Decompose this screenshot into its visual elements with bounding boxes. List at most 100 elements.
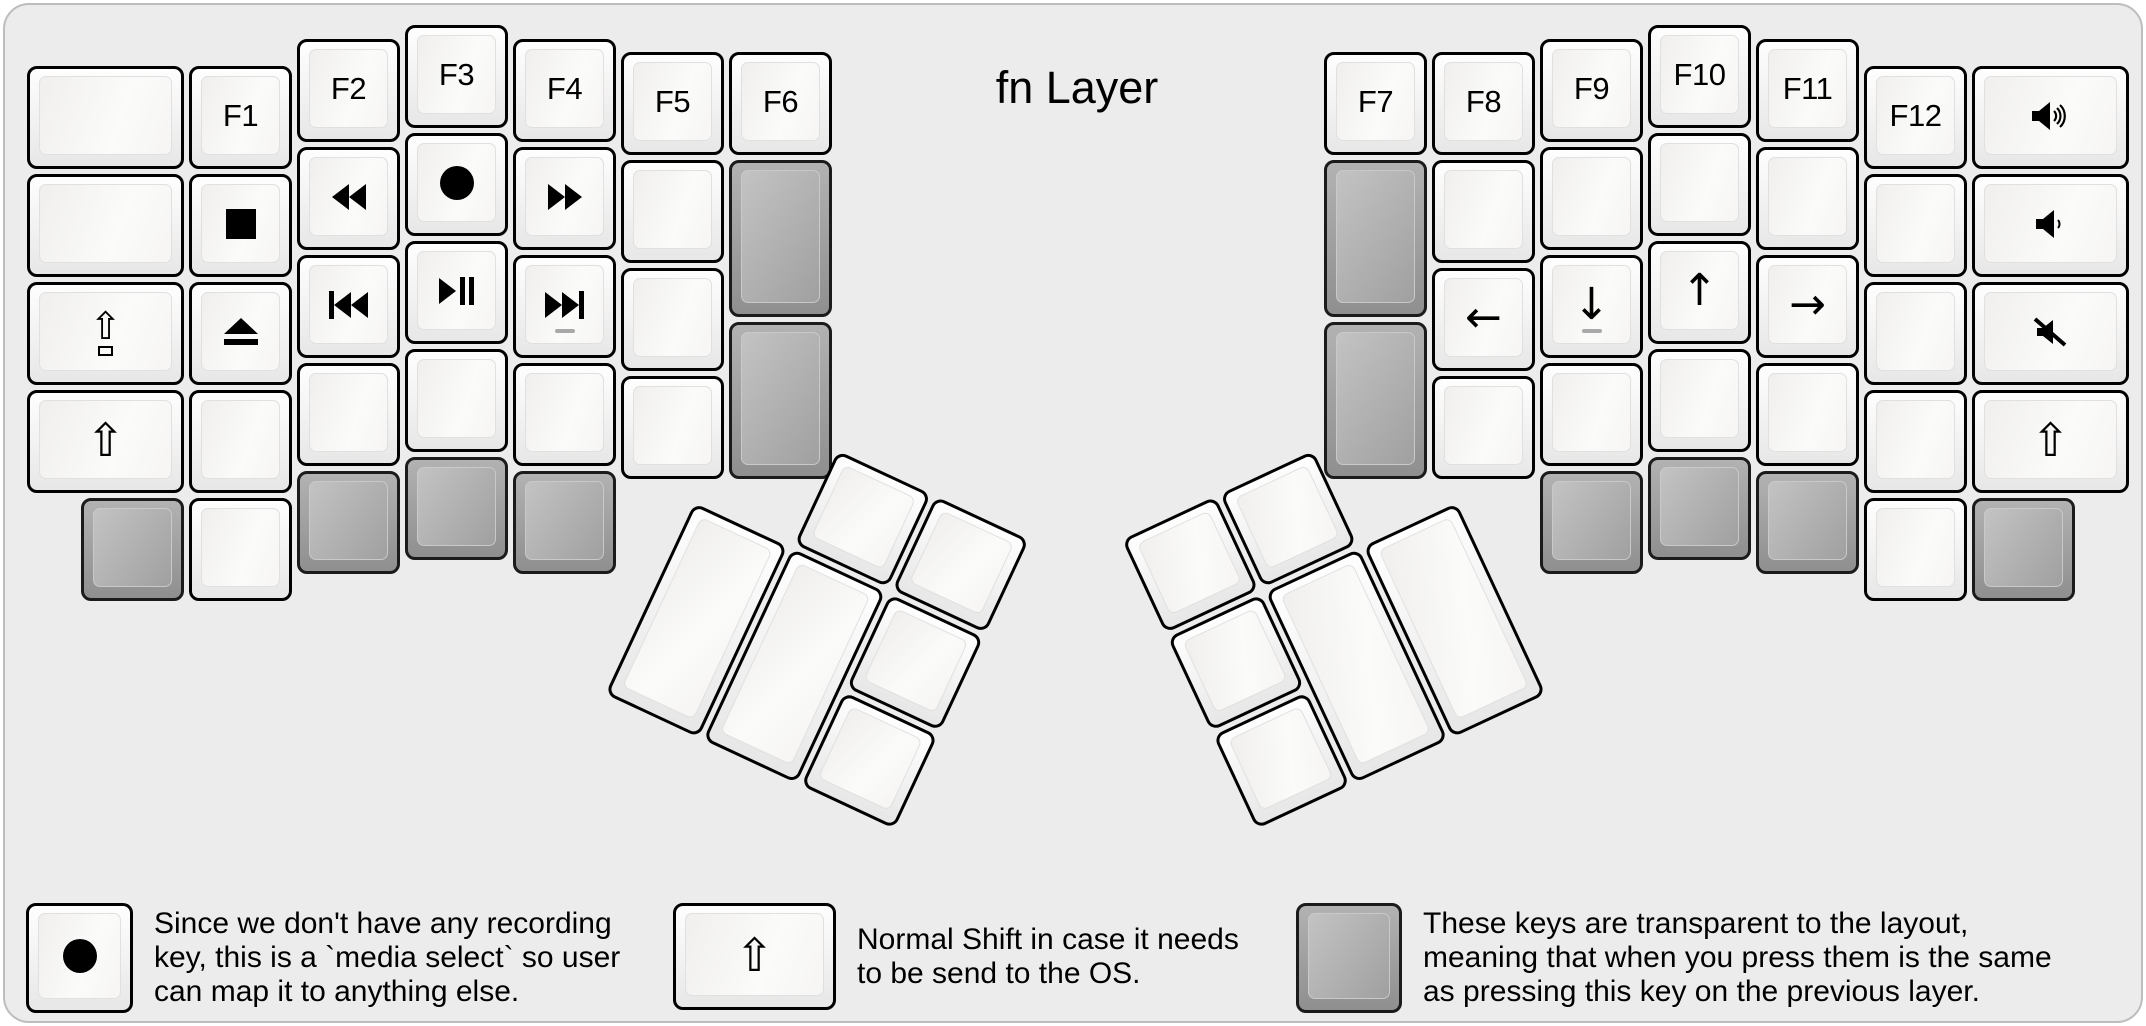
key-shift-right[interactable]: ⇧ [1972, 390, 2129, 493]
key-transparent[interactable] [1756, 471, 1859, 574]
key-label: F3 [438, 56, 475, 92]
key-blank[interactable] [1648, 133, 1751, 236]
key-prev-track[interactable] [297, 255, 400, 358]
key-next-track[interactable] [513, 255, 616, 358]
key-label: F1 [222, 97, 259, 133]
key-transparent[interactable] [1324, 160, 1427, 317]
key-blank[interactable] [621, 160, 724, 263]
legend-key-mount [1296, 903, 1402, 1013]
key-stop[interactable] [189, 174, 292, 277]
key-f4[interactable]: F4 [513, 39, 616, 142]
key-blank[interactable] [297, 363, 400, 466]
prev-track-icon [329, 290, 368, 319]
keycap-surface [1768, 157, 1847, 236]
keycap-surface: F2 [309, 49, 388, 128]
key-transparent[interactable] [729, 322, 832, 479]
key-arrow-up[interactable]: ↑ [1648, 241, 1751, 344]
key-blank[interactable] [405, 349, 508, 452]
key-transparent[interactable] [81, 498, 184, 601]
key-blank[interactable] [1648, 349, 1751, 452]
key-blank[interactable] [621, 268, 724, 371]
key-blank[interactable] [1540, 147, 1643, 250]
key-transparent[interactable] [513, 471, 616, 574]
key-blank[interactable] [1864, 390, 1967, 493]
key-arrow-right[interactable]: → [1756, 255, 1859, 358]
key-blank[interactable] [189, 498, 292, 601]
keycap-surface: ⇧ [685, 913, 824, 996]
shift-icon: ⇧ [735, 927, 774, 982]
key-f1[interactable]: F1 [189, 66, 292, 169]
keycap-surface [201, 184, 280, 263]
keycap-surface [633, 278, 712, 357]
key-transparent[interactable] [1540, 471, 1643, 574]
key-f9[interactable]: F9 [1540, 39, 1643, 142]
key-f7[interactable]: F7 [1324, 52, 1427, 155]
keycap-surface: F3 [417, 35, 496, 114]
key-f5[interactable]: F5 [621, 52, 724, 155]
key-blank[interactable] [1540, 363, 1643, 466]
key-f2[interactable]: F2 [297, 39, 400, 142]
key-arrow-down[interactable]: ↓ [1540, 255, 1643, 358]
key-volume-up[interactable] [1972, 66, 2129, 169]
keycap-surface [1228, 706, 1334, 812]
key-eject[interactable] [189, 282, 292, 385]
down-arrow-icon: ↓ [1573, 278, 1610, 330]
keycap-surface [909, 510, 1015, 616]
key-f6[interactable]: F6 [729, 52, 832, 155]
key-blank[interactable] [1864, 282, 1967, 385]
key-play-pause[interactable] [405, 241, 508, 344]
keycap-surface [525, 373, 604, 452]
key-fast-forward[interactable] [513, 147, 616, 250]
key-blank[interactable] [27, 174, 184, 277]
mute-icon [2031, 315, 2071, 349]
keycap-surface [1984, 292, 2117, 371]
keycap-surface [1876, 400, 1955, 479]
key-transparent[interactable] [1648, 457, 1751, 560]
keycap-surface: F5 [633, 62, 712, 141]
key-blank[interactable] [621, 376, 724, 479]
eject-icon [223, 318, 258, 345]
keycap-surface [863, 608, 969, 714]
key-transparent[interactable] [1324, 322, 1427, 479]
key-blank[interactable] [1864, 498, 1967, 601]
key-caps-lock[interactable]: ⇧ [27, 282, 184, 385]
key-shift-left[interactable]: ⇧ [27, 390, 184, 493]
keycap-surface [38, 913, 121, 999]
keycap-surface [309, 481, 388, 560]
keycap-surface [633, 170, 712, 249]
keycap-surface [1768, 481, 1847, 560]
key-mute[interactable] [1972, 282, 2129, 385]
key-f3[interactable]: F3 [405, 25, 508, 128]
keycap-surface [525, 481, 604, 560]
key-transparent[interactable] [729, 160, 832, 317]
key-arrow-left[interactable]: ← [1432, 268, 1535, 371]
keycap-surface [1660, 143, 1739, 222]
key-blank[interactable] [189, 390, 292, 493]
key-transparent[interactable] [405, 457, 508, 560]
legend-key-mount [26, 903, 133, 1013]
volume-up-icon [2030, 101, 2072, 131]
key-label: F6 [762, 83, 799, 119]
key-f8[interactable]: F8 [1432, 52, 1535, 155]
keycap-surface: F8 [1444, 62, 1523, 141]
key-blank[interactable] [27, 66, 184, 169]
key-blank[interactable] [1432, 160, 1535, 263]
page-title: fn Layer [995, 62, 1159, 113]
key-record[interactable] [405, 133, 508, 236]
key-blank[interactable] [1756, 363, 1859, 466]
key-f11[interactable]: F11 [1756, 39, 1859, 142]
keycap-surface [1876, 292, 1955, 371]
key-rewind[interactable] [297, 147, 400, 250]
key-volume-down[interactable] [1972, 174, 2129, 277]
key-blank[interactable] [1432, 376, 1535, 479]
key-blank[interactable] [1864, 174, 1967, 277]
key-f12[interactable]: F12 [1864, 66, 1967, 169]
up-arrow-icon: ↑ [1681, 264, 1718, 316]
key-blank[interactable] [513, 363, 616, 466]
key-blank[interactable] [1756, 147, 1859, 250]
key-transparent[interactable] [1972, 498, 2075, 601]
record-icon [439, 165, 474, 200]
key-transparent[interactable] [297, 471, 400, 574]
key-f10[interactable]: F10 [1648, 25, 1751, 128]
fast-forward-icon [547, 183, 582, 210]
